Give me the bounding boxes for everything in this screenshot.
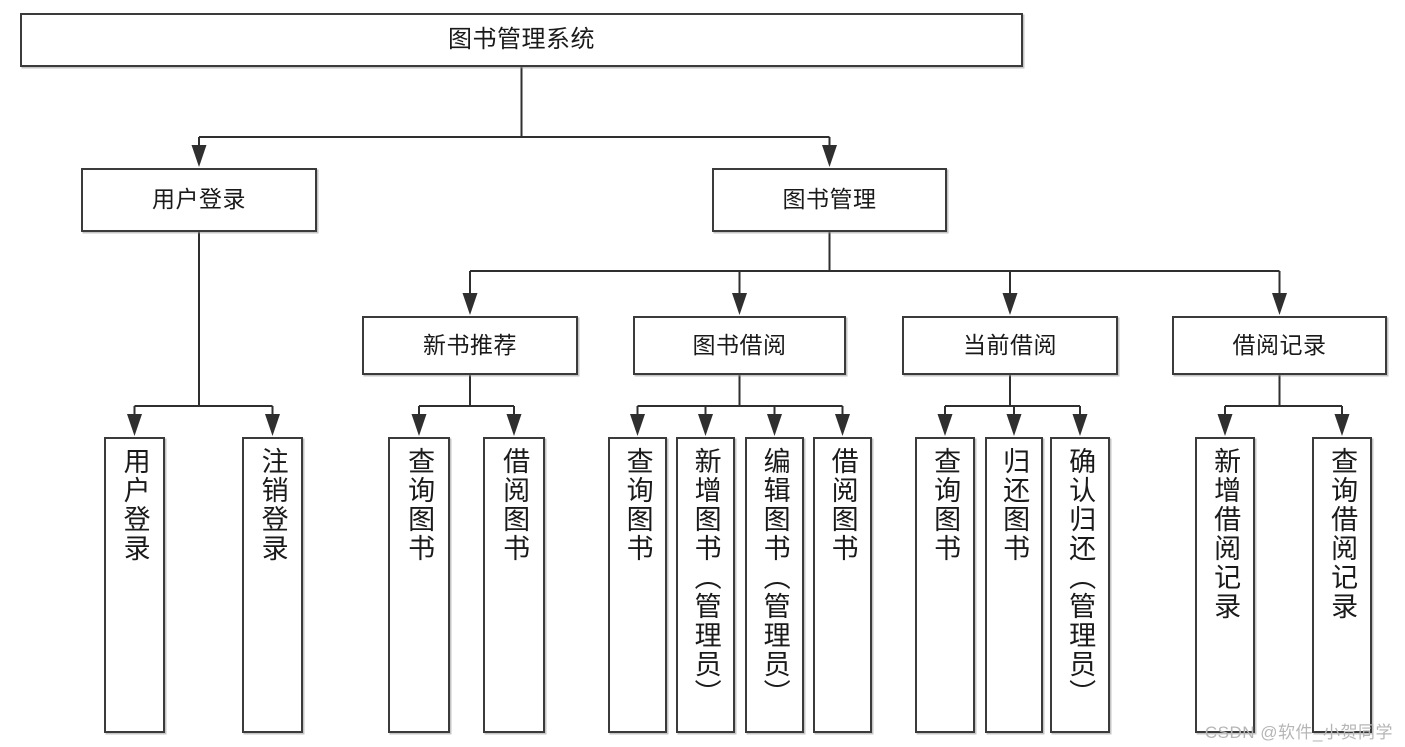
node-leaf-add-record: 新增借阅记录 bbox=[1195, 437, 1255, 733]
arrow-head-icon bbox=[1006, 414, 1022, 436]
node-label: 当前借阅 bbox=[963, 331, 1057, 358]
node-label: 查询图书 bbox=[930, 447, 961, 563]
node-book-manage: 图书管理 bbox=[712, 168, 947, 232]
node-label: 注销登录 bbox=[257, 447, 288, 563]
node-user-login: 用户登录 bbox=[81, 168, 317, 232]
node-label: 用户登录 bbox=[152, 186, 246, 213]
arrow-head-icon bbox=[630, 414, 645, 436]
arrow-head-icon bbox=[767, 414, 782, 436]
arrow-head-icon bbox=[1272, 293, 1287, 315]
node-leaf-borrow-book-1: 借阅图书 bbox=[483, 437, 545, 733]
node-leaf-query-book-2: 查询图书 bbox=[608, 437, 667, 733]
arrow-head-icon bbox=[1334, 414, 1350, 436]
node-label: 归还图书 bbox=[999, 447, 1030, 563]
node-new-book-rec: 新书推荐 bbox=[362, 316, 578, 375]
node-label: 查询借阅记录 bbox=[1327, 447, 1358, 621]
arrow-head-icon bbox=[1072, 414, 1088, 436]
arrow-head-icon bbox=[698, 414, 713, 436]
node-leaf-return-book: 归还图书 bbox=[985, 437, 1043, 733]
node-leaf-edit-book: 编辑图书（管理员） bbox=[745, 437, 804, 733]
arrow-head-icon bbox=[127, 414, 142, 436]
arrow-head-icon bbox=[191, 145, 207, 167]
arrow-head-icon bbox=[462, 293, 478, 315]
node-label: 借阅图书 bbox=[827, 447, 858, 563]
arrow-head-icon bbox=[1002, 293, 1018, 315]
node-leaf-query-record: 查询借阅记录 bbox=[1312, 437, 1372, 733]
node-label: 图书管理 bbox=[782, 186, 877, 213]
node-label: 图书管理系统 bbox=[448, 25, 595, 53]
node-label: 图书借阅 bbox=[692, 331, 787, 358]
node-leaf-logout: 注销登录 bbox=[242, 437, 303, 733]
arrow-head-icon bbox=[937, 414, 953, 436]
arrow-head-icon bbox=[835, 414, 850, 436]
arrow-head-icon bbox=[265, 414, 280, 436]
node-current-borrow: 当前借阅 bbox=[902, 316, 1118, 375]
node-leaf-add-book: 新增图书（管理员） bbox=[676, 437, 735, 733]
node-leaf-query-book-1: 查询图书 bbox=[388, 437, 450, 733]
arrow-head-icon bbox=[1217, 414, 1233, 436]
node-leaf-user-login: 用户登录 bbox=[104, 437, 165, 733]
node-label: 确认归还（管理员） bbox=[1065, 447, 1096, 708]
node-label: 新书推荐 bbox=[423, 331, 517, 358]
node-book-borrow: 图书借阅 bbox=[633, 316, 846, 375]
node-leaf-confirm-return: 确认归还（管理员） bbox=[1050, 437, 1110, 733]
node-label: 查询图书 bbox=[404, 447, 435, 563]
node-label: 借阅记录 bbox=[1232, 331, 1327, 358]
arrow-head-icon bbox=[506, 414, 522, 436]
arrow-head-icon bbox=[732, 293, 747, 315]
node-leaf-query-book-3: 查询图书 bbox=[915, 437, 975, 733]
node-borrow-record: 借阅记录 bbox=[1172, 316, 1387, 375]
node-label: 用户登录 bbox=[119, 447, 150, 563]
node-label: 借阅图书 bbox=[499, 447, 530, 563]
arrow-head-icon bbox=[822, 145, 837, 167]
node-label: 查询图书 bbox=[622, 447, 653, 563]
node-root: 图书管理系统 bbox=[20, 13, 1023, 67]
node-label: 新增图书（管理员） bbox=[690, 447, 721, 708]
node-leaf-borrow-book-2: 借阅图书 bbox=[813, 437, 872, 733]
node-label: 编辑图书（管理员） bbox=[759, 447, 790, 708]
arrow-head-icon bbox=[411, 414, 427, 436]
node-label: 新增借阅记录 bbox=[1210, 447, 1241, 621]
